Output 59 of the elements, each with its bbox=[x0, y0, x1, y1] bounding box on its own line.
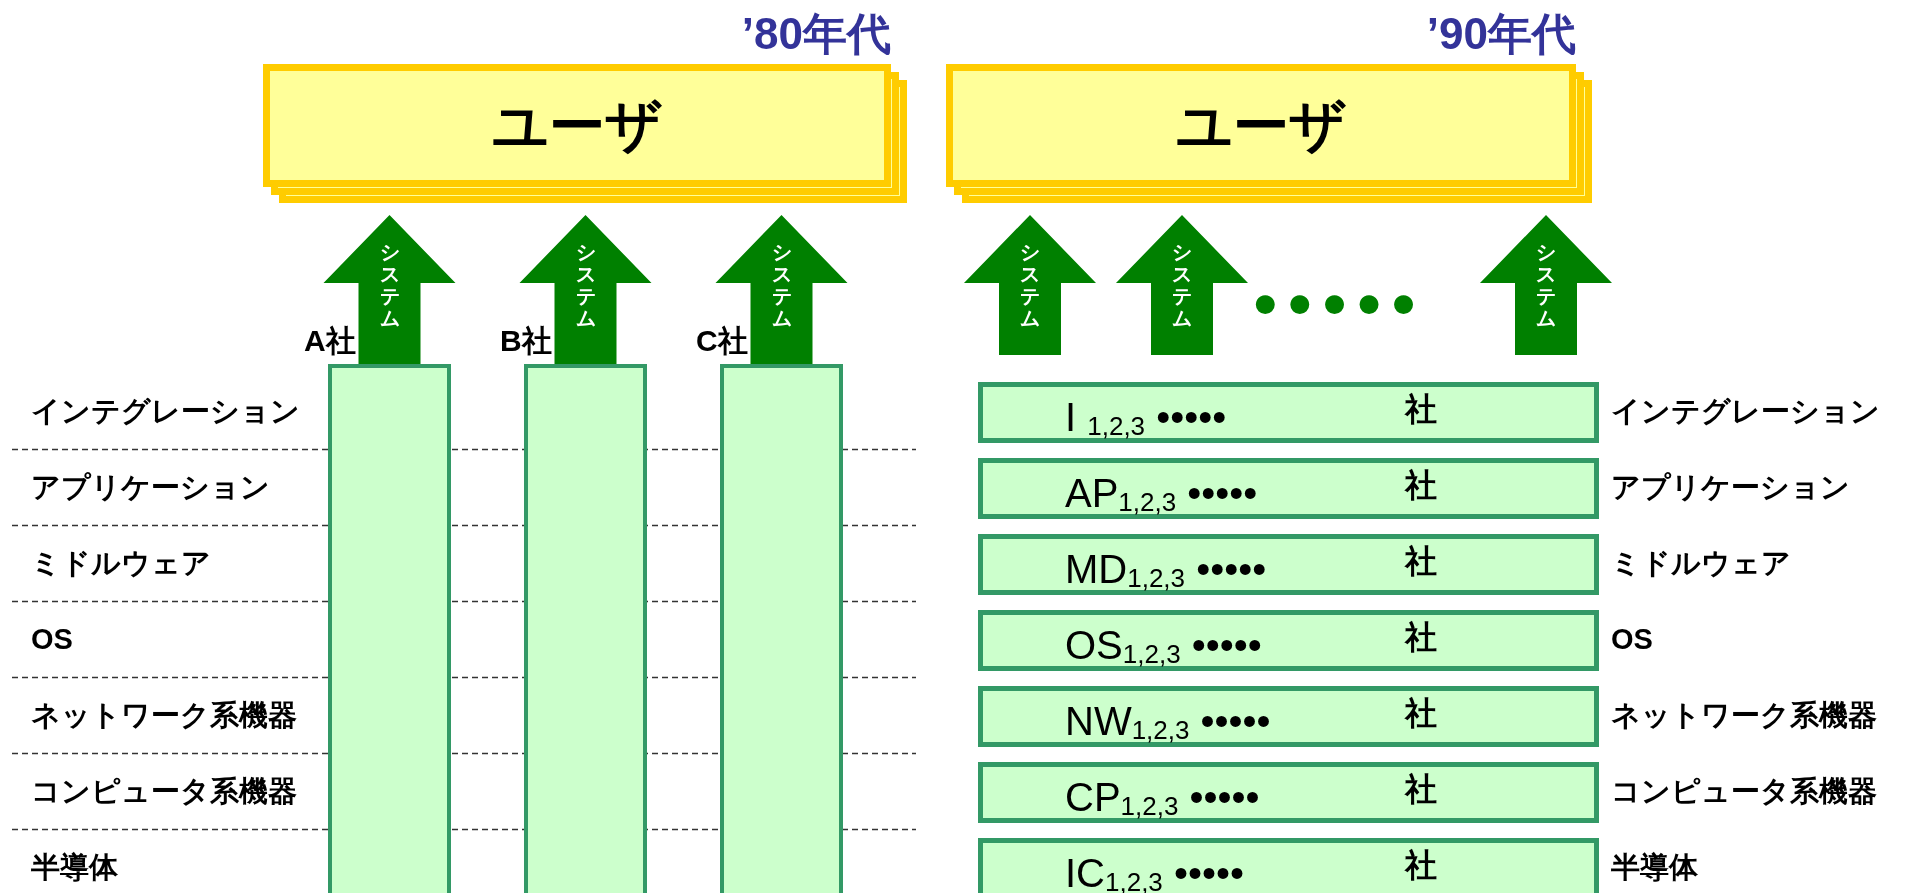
layer-name: ミドルウェア bbox=[31, 549, 211, 578]
era-heading: ’80年代 bbox=[741, 12, 891, 56]
block-arrow bbox=[715, 215, 848, 364]
company-label: 社 bbox=[1405, 621, 1437, 653]
layer-name: コンピュータ系機器 bbox=[1611, 777, 1877, 806]
company-label: B社 bbox=[500, 326, 552, 356]
company-label: 社 bbox=[1405, 773, 1437, 805]
layer-name: インテグレーション bbox=[31, 397, 300, 426]
layer-name: 半導体 bbox=[1611, 853, 1698, 882]
company-label: 社 bbox=[1405, 697, 1437, 729]
layer-box bbox=[978, 534, 1599, 595]
column-bar bbox=[524, 364, 647, 893]
stacked-box bbox=[263, 64, 907, 203]
edge-label: システム bbox=[770, 241, 793, 329]
layer-name: ネットワーク系機器 bbox=[1611, 701, 1877, 730]
layer-name: コンピュータ系機器 bbox=[31, 777, 297, 806]
layer-name: ネットワーク系機器 bbox=[31, 701, 297, 730]
layer-box bbox=[978, 762, 1599, 823]
edge-label: システム bbox=[1019, 241, 1041, 329]
ellipsis-dots: ●●●●● bbox=[1252, 280, 1425, 324]
layer-name: 半導体 bbox=[31, 853, 118, 882]
company-label: C社 bbox=[696, 326, 748, 356]
layer-name: インテグレーション bbox=[1611, 397, 1880, 426]
layer-box bbox=[978, 610, 1599, 671]
edge-label: システム bbox=[1535, 241, 1557, 329]
block-arrow bbox=[1116, 215, 1248, 355]
layer-name: OS bbox=[1611, 625, 1653, 654]
company-label: 社 bbox=[1405, 849, 1437, 881]
company-code: CP$_{1,2,3}$ ••••• bbox=[1065, 777, 1260, 819]
layer-name: ミドルウェア bbox=[1611, 549, 1791, 578]
stacked-box bbox=[946, 64, 1592, 203]
layer-box bbox=[978, 382, 1599, 443]
layer-box bbox=[978, 686, 1599, 747]
company-code: MD$_{1,2,3}$ ••••• bbox=[1065, 549, 1267, 591]
era-heading: ’90年代 bbox=[1426, 12, 1576, 56]
layer-name: アプリケーション bbox=[31, 473, 270, 502]
company-code: OS$_{1,2,3}$ ••••• bbox=[1065, 625, 1262, 667]
column-bar bbox=[328, 364, 451, 893]
block-arrow bbox=[323, 215, 456, 364]
box-label: ユーザ bbox=[1175, 97, 1347, 154]
layer-name: アプリケーション bbox=[1611, 473, 1850, 502]
company-label: A社 bbox=[304, 326, 356, 356]
edge-label: システム bbox=[378, 241, 401, 329]
box-label: ユーザ bbox=[491, 97, 663, 154]
edge-label: システム bbox=[1171, 241, 1193, 329]
layer-box bbox=[978, 458, 1599, 519]
layer-box bbox=[978, 838, 1599, 893]
block-arrow bbox=[1480, 215, 1612, 355]
edge-label: システム bbox=[574, 241, 597, 329]
company-label: 社 bbox=[1405, 469, 1437, 501]
column-bar bbox=[720, 364, 843, 893]
company-label: 社 bbox=[1405, 393, 1437, 425]
block-arrow bbox=[964, 215, 1096, 355]
company-label: 社 bbox=[1405, 545, 1437, 577]
company-code: NW$_{1,2,3}$ ••••• bbox=[1065, 701, 1271, 743]
company-code: AP$_{1,2,3}$ ••••• bbox=[1065, 473, 1258, 515]
block-arrow bbox=[519, 215, 652, 364]
layer-name: OS bbox=[31, 625, 73, 654]
company-code: I $_{1,2,3}$ ••••• bbox=[1065, 397, 1227, 439]
